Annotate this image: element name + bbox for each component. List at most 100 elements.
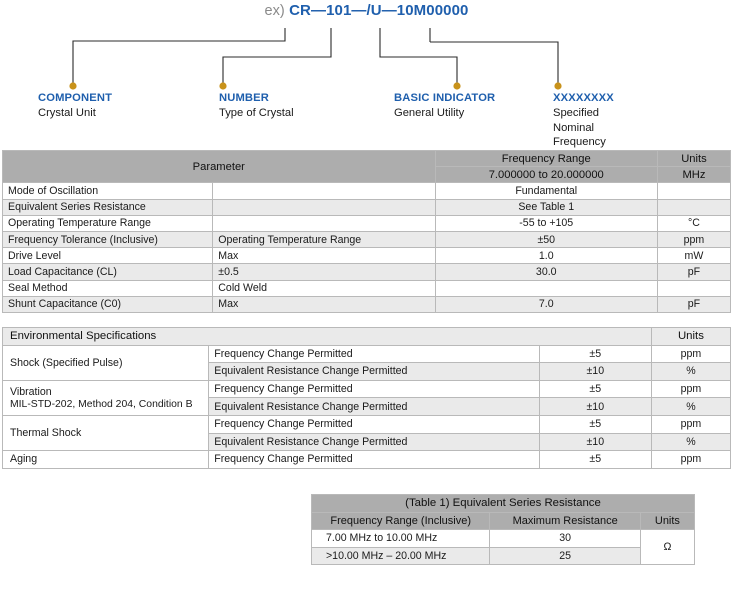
param-units [656, 279, 732, 297]
esr-resistance: 30 [489, 529, 641, 548]
esr-header-resistance: Maximum Resistance [489, 511, 641, 531]
table-row: 7.00 MHz to 10.00 MHz 30 Ω [310, 529, 696, 566]
param-name: Frequency Tolerance (Inclusive) [1, 230, 214, 249]
param-name: Seal Method [1, 279, 214, 297]
param-value: ±50 [434, 230, 658, 249]
env-name-vibration-main: Vibration [10, 385, 52, 398]
table-row: Drive Level Max 1.0 mW [1, 247, 732, 265]
callout-basic-indicator-key: BASIC INDICATOR [394, 92, 496, 104]
table-row: Frequency Tolerance (Inclusive) Operatin… [1, 230, 732, 249]
param-units: pF [656, 263, 732, 281]
param-units: pF [656, 295, 732, 313]
table-row: Thermal Shock Frequency Change Permitted… [1, 414, 732, 452]
param-name: Mode of Oscillation [1, 182, 214, 200]
part-number-prefix: ex) [264, 3, 285, 19]
param-condition [212, 214, 436, 232]
env-header-units: Units [650, 327, 732, 346]
env-condition: Frequency Change Permitted [208, 414, 540, 434]
table-row: Vibration MIL-STD-202, Method 204, Condi… [1, 379, 732, 416]
env-value: ±5 [538, 414, 652, 434]
parameter-table: Parameter Frequency Range Units 7.000000… [1, 149, 732, 313]
param-condition [212, 182, 436, 200]
callout-number-desc: Type of Crystal [219, 107, 294, 120]
env-condition: Equivalent Resistance Change Permitted [208, 432, 540, 452]
callout-component-key: COMPONENT [38, 92, 113, 104]
param-name: Shunt Capacitance (C0) [1, 295, 214, 313]
table-row: Shunt Capacitance (C0) Max 7.0 pF [1, 295, 732, 313]
param-condition: ±0.5 [212, 263, 436, 281]
env-value: ±10 [538, 362, 652, 381]
param-condition: Max [212, 247, 436, 265]
callout-number-key: NUMBER [219, 92, 269, 104]
env-condition: Equivalent Resistance Change Permitted [208, 362, 540, 381]
table-row: Aging Frequency Change Permitted ±5 ppm [1, 450, 732, 469]
table-row: Load Capacitance (CL) ±0.5 30.0 pF [1, 263, 732, 281]
env-condition: Frequency Change Permitted [208, 450, 540, 469]
esr-unit-symbol: Ω [639, 529, 696, 566]
parameter-table-header-row-2: 7.000000 to 20.000000 MHz [3, 166, 732, 184]
param-value: 30.0 [434, 263, 658, 281]
header-units: Units [656, 149, 732, 168]
leader-lines-diagram [69, 28, 562, 90]
env-name-vibration-standard: MIL-STD-202, Method 204, Condition B [10, 398, 193, 410]
param-value: -55 to +105 [434, 214, 658, 232]
header-frequency-range: Frequency Range [434, 149, 658, 168]
param-value: 7.0 [434, 295, 658, 313]
env-units: % [650, 362, 732, 381]
env-units: % [650, 397, 732, 416]
env-units: ppm [650, 414, 732, 434]
param-units [656, 182, 732, 200]
env-table-header-row: Environmental Specifications Units [2, 327, 732, 346]
callout-number: NUMBER Type of Crystal [219, 91, 294, 121]
callout-basic-indicator-desc: General Utility [394, 107, 465, 120]
esr-table: (Table 1) Equivalent Series Resistance F… [310, 494, 696, 566]
table-row: Operating Temperature Range -55 to +105 … [1, 214, 732, 232]
esr-title-row: (Table 1) Equivalent Series Resistance [311, 494, 695, 513]
esr-range: 7.00 MHz to 10.00 MHz [310, 529, 491, 548]
callout-component-desc: Crystal Unit [38, 107, 96, 120]
param-name: Equivalent Series Resistance [1, 198, 214, 216]
env-name-aging: Aging [1, 450, 210, 469]
env-units: ppm [650, 344, 732, 364]
callout-component: COMPONENT Crystal Unit [38, 91, 112, 121]
callout-basic-indicator: BASIC INDICATOR General Utility [394, 91, 495, 121]
param-value: 1.0 [434, 247, 658, 265]
parameter-table-header-row-1: Parameter Frequency Range Units [2, 149, 732, 184]
param-units [656, 198, 732, 216]
param-value: See Table 1 [434, 198, 658, 216]
param-condition: Cold Weld [212, 279, 436, 297]
param-units: mW [656, 247, 732, 265]
env-units: ppm [650, 450, 732, 469]
env-condition: Frequency Change Permitted [208, 344, 540, 364]
param-name: Load Capacitance (CL) [1, 263, 214, 281]
esr-table-title: (Table 1) Equivalent Series Resistance [311, 494, 695, 513]
param-condition [212, 198, 436, 216]
env-condition: Equivalent Resistance Change Permitted [208, 397, 540, 416]
env-value: ±5 [538, 379, 652, 399]
env-name-vibration: Vibration MIL-STD-202, Method 204, Condi… [1, 379, 210, 416]
esr-range: >10.00 MHz – 20.00 MHz [310, 546, 491, 566]
header-parameter: Parameter [2, 149, 436, 184]
param-condition: Max [212, 295, 436, 313]
esr-header-units: Units [639, 511, 696, 531]
env-units: ppm [650, 379, 732, 399]
callout-frequency: XXXXXXXX Specified Nominal Frequency [553, 91, 641, 149]
env-condition: Frequency Change Permitted [208, 379, 540, 399]
env-name-shock: Shock (Specified Pulse) [1, 344, 210, 381]
header-frequency-value: 7.000000 to 20.000000 [434, 166, 658, 184]
part-number-title: ex) CR—101—/U—10M00000 [0, 2, 733, 20]
table-row: Shock (Specified Pulse) Frequency Change… [1, 344, 732, 381]
param-units: ppm [656, 230, 732, 249]
esr-header-row: Frequency Range (Inclusive) Maximum Resi… [310, 511, 696, 531]
env-header-title: Environmental Specifications [2, 327, 652, 346]
env-value: ±10 [538, 432, 652, 452]
table-row: >10.00 MHz – 20.00 MHz 25 [310, 546, 695, 566]
callout-frequency-key: XXXXXXXX [553, 92, 614, 104]
header-units-value: MHz [656, 166, 732, 184]
param-value [434, 279, 658, 297]
table-row: Mode of Oscillation Fundamental [1, 182, 732, 200]
environmental-specifications-table: Environmental Specifications Units Shock… [1, 327, 732, 469]
table-row: Equivalent Series Resistance See Table 1 [1, 198, 732, 216]
env-name-thermal-shock: Thermal Shock [1, 414, 210, 452]
part-number-legend: ex) CR—101—/U—10M00000 COMPONENT Crystal [0, 0, 733, 148]
